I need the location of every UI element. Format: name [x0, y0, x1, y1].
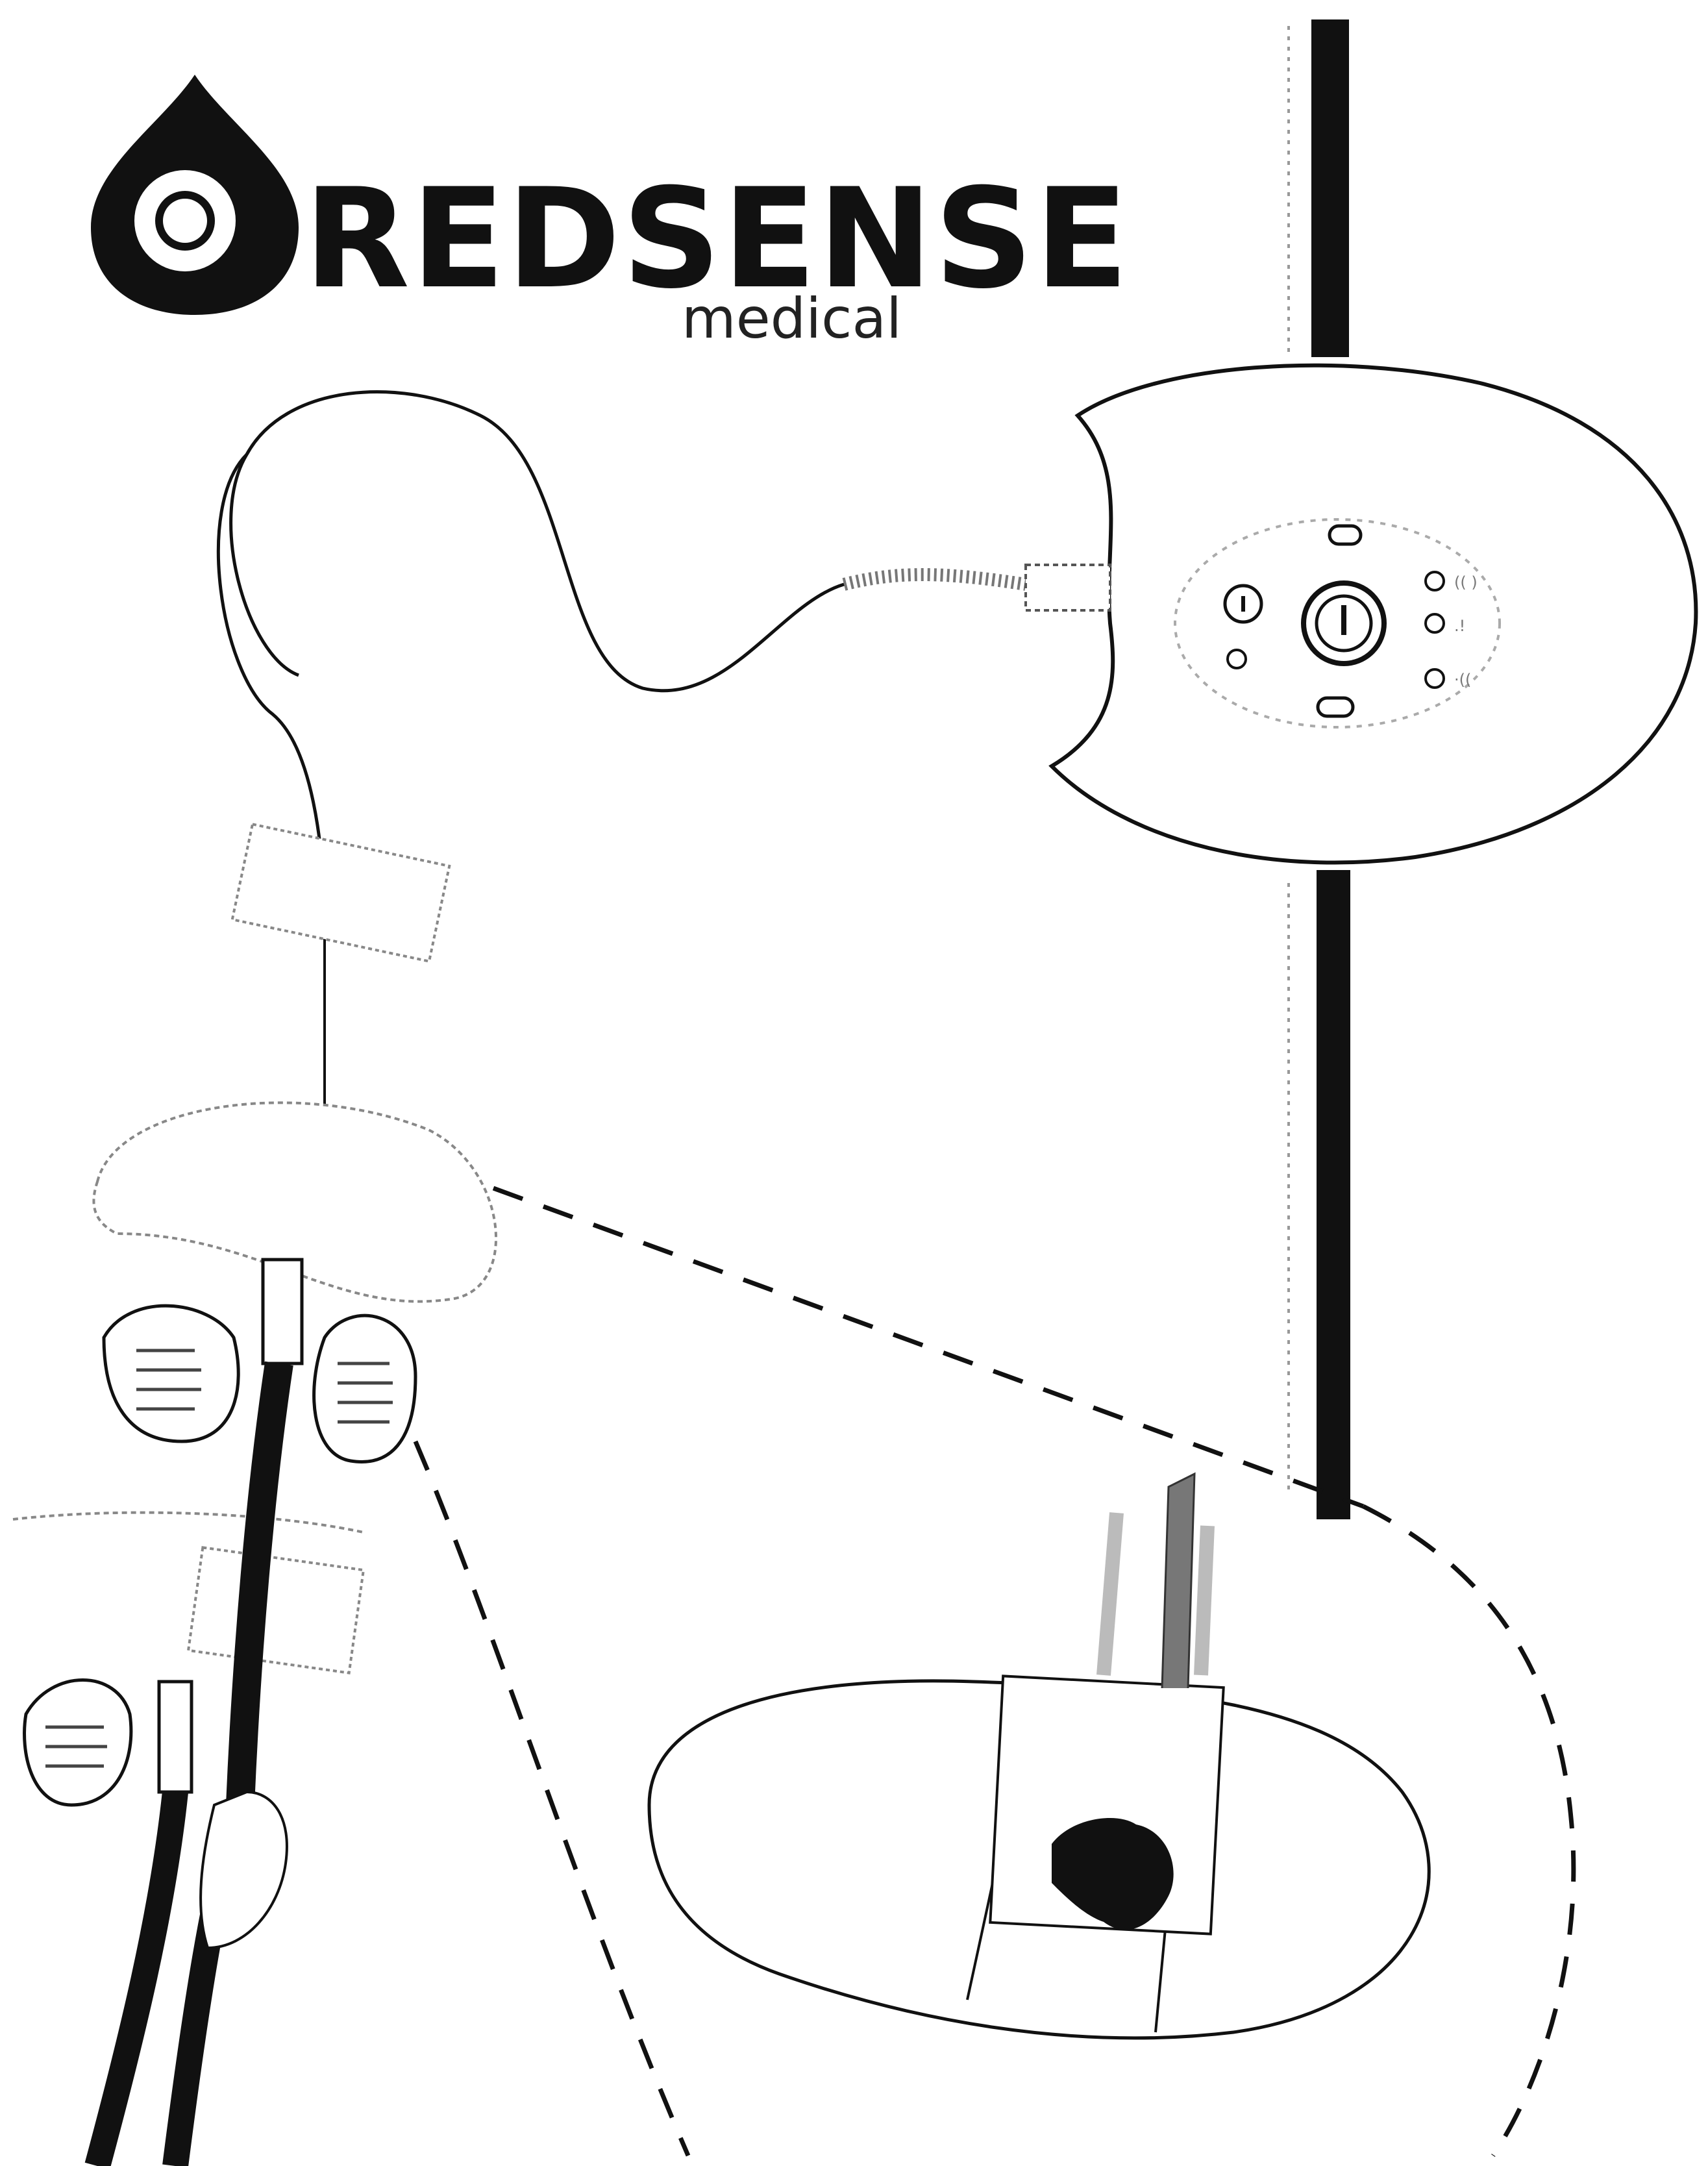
blood-drop-icon	[91, 75, 299, 315]
monitor-unit: (( ) .! ·((	[1052, 366, 1696, 863]
power-icon	[1304, 583, 1384, 664]
detail-bandage	[649, 1474, 1429, 2038]
fistula-needle-upper	[104, 1260, 415, 1805]
adhesive-tape	[188, 1547, 364, 1673]
svg-text:·((: ·((	[1454, 671, 1471, 689]
sensor-cable	[218, 392, 1110, 1104]
brand-subtitle: medical	[682, 291, 902, 347]
adhesive-tape	[232, 824, 449, 961]
svg-text:.!: .!	[1454, 617, 1465, 635]
svg-text:(( ): (( )	[1454, 573, 1478, 591]
